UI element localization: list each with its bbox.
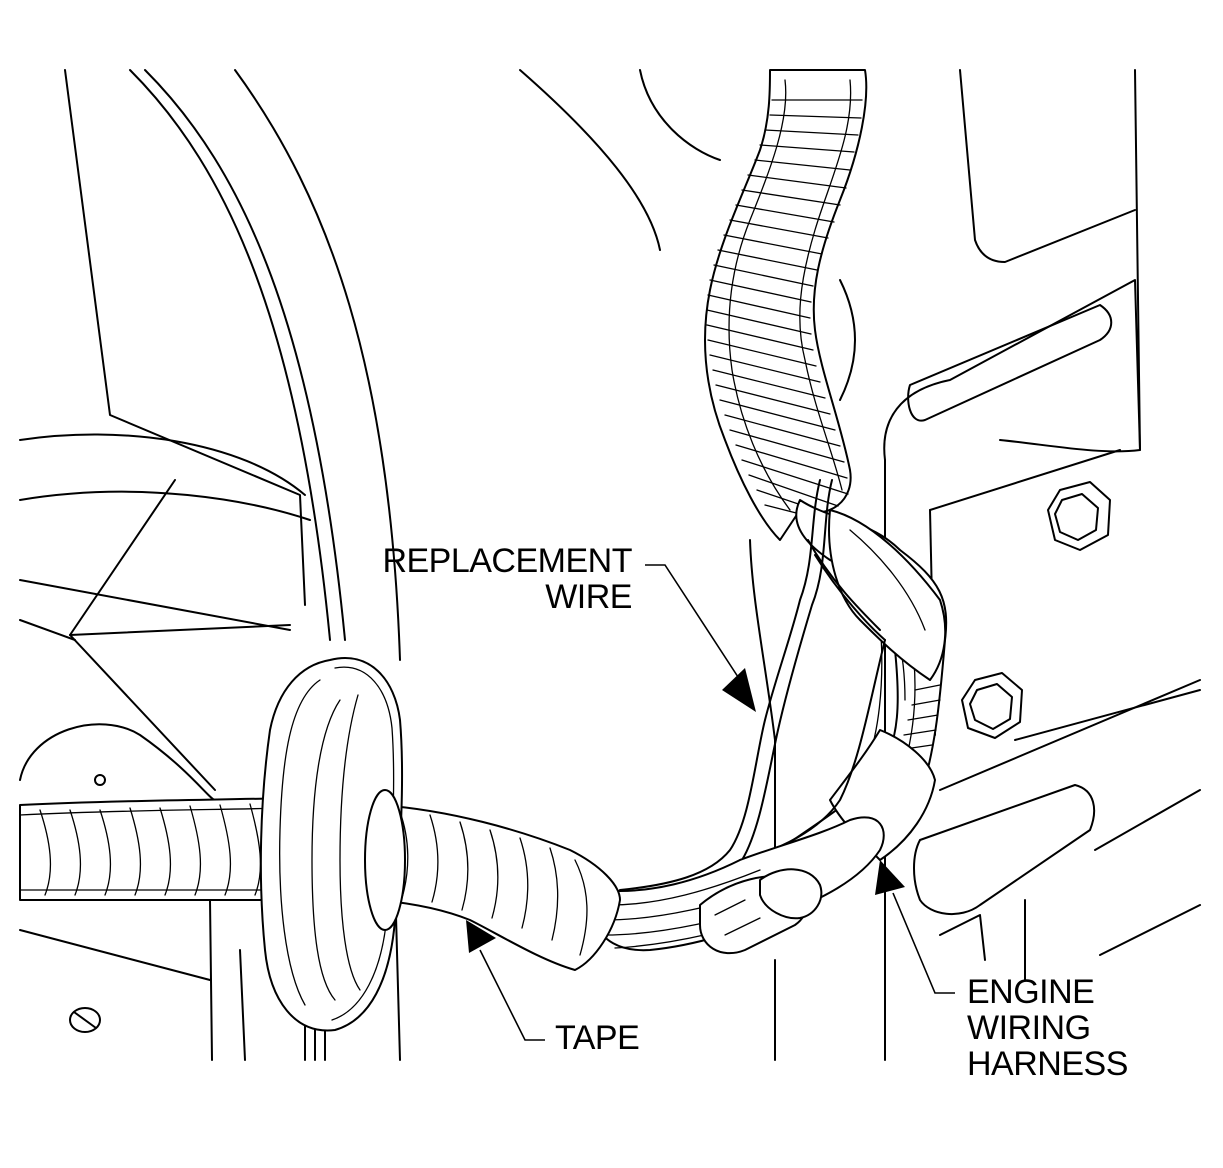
background-details [69, 774, 106, 1033]
engine-wiring-harness-arrow [875, 860, 905, 895]
callout-tape [466, 920, 545, 1041]
tape-label: TAPE [555, 1019, 640, 1057]
conduit-ribs [706, 99, 863, 517]
bolt-upper [1047, 481, 1111, 551]
replacement-wire-arrow [722, 668, 756, 712]
lower-harness-run [594, 816, 885, 955]
replacement-wire-label: REPLACEMENT WIRE [330, 543, 632, 615]
callout-replacement-wire [645, 564, 756, 712]
replacement-wire-label-line2: WIRE [545, 578, 632, 616]
engine-wiring-harness-label-line2: WIRING [967, 1009, 1091, 1047]
replacement-wire-label-line1: REPLACEMENT [382, 542, 632, 580]
engine-wiring-harness-label: ENGINE WIRING HARNESS [967, 974, 1128, 1082]
callout-engine-wiring-harness [875, 860, 955, 994]
grommet [259, 657, 406, 1032]
bolt-lower [961, 672, 1023, 739]
harness-conduit-upper [704, 69, 868, 541]
tape-arrow [466, 920, 496, 953]
engine-wiring-harness-label-line3: HARNESS [967, 1045, 1128, 1083]
engine-wiring-harness-label-line1: ENGINE [967, 973, 1095, 1011]
